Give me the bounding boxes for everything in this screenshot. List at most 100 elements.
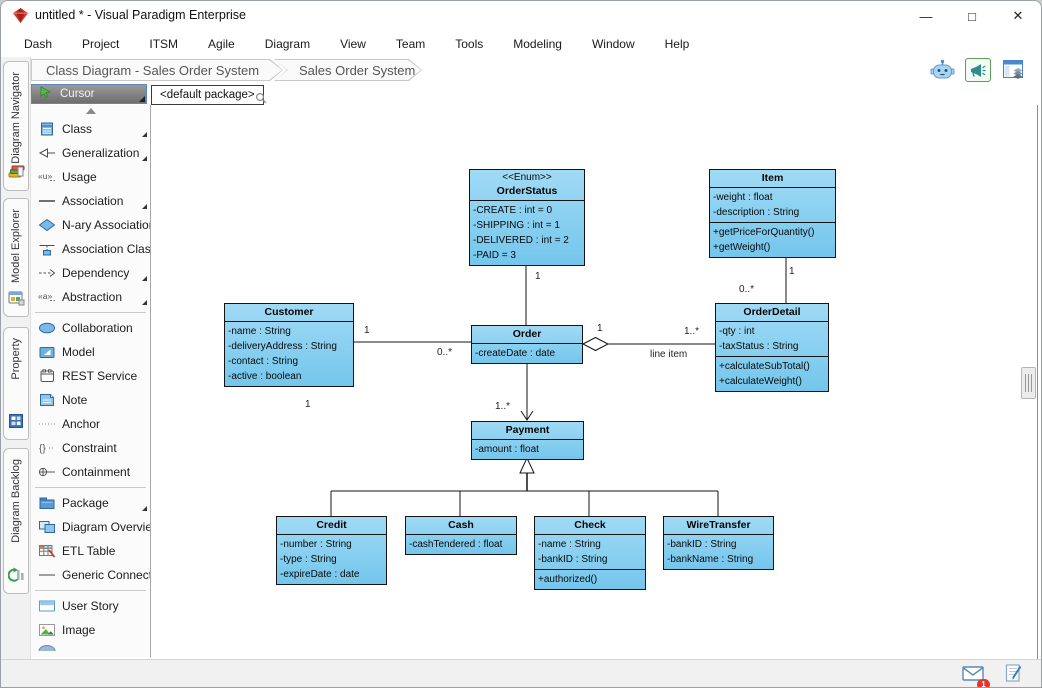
breadcrumb-diagram[interactable]: Class Diagram - Sales Order System [31, 59, 283, 81]
palette-item-abstraction[interactable]: «a»Abstraction [31, 285, 150, 309]
edge-label: 0..* [437, 347, 453, 358]
diagram-backlog-icon [7, 567, 25, 588]
package-icon [38, 496, 56, 510]
expand-triangle-icon[interactable] [142, 156, 147, 161]
announcement-megaphone-icon[interactable] [965, 58, 991, 82]
default-package-tab[interactable]: <default package> [151, 85, 264, 105]
expand-triangle-icon[interactable] [142, 132, 147, 137]
menu-team[interactable]: Team [395, 37, 426, 51]
tab-model-explorer[interactable]: Model Explorer [3, 198, 29, 317]
expand-triangle-icon[interactable] [142, 204, 147, 209]
tab-diagram-backlog[interactable]: Diagram Backlog [3, 448, 29, 594]
panel-layers-icon[interactable] [1001, 58, 1027, 82]
expand-triangle-icon[interactable] [142, 300, 147, 305]
palette-item-note[interactable]: Note [31, 388, 150, 412]
cursor-tool-label: Cursor [60, 88, 95, 100]
menu-project[interactable]: Project [82, 37, 120, 51]
class-credit[interactable]: Credit-number : String-type : String-exp… [276, 516, 387, 585]
expand-triangle-icon[interactable] [142, 276, 147, 281]
tab-diagram-navigator[interactable]: Diagram Navigator [3, 61, 29, 191]
abstraction-icon: «a» [38, 290, 56, 304]
class-customer[interactable]: Customer-name : String-deliveryAddress :… [224, 303, 354, 387]
menu-dash[interactable]: Dash [24, 37, 53, 51]
menu-diagram[interactable]: Diagram [264, 37, 311, 51]
palette-separator [35, 312, 146, 313]
palette-item-generalization[interactable]: Generalization [31, 141, 150, 165]
class-wiretransfer[interactable]: WireTransfer-bankID : String-bankName : … [663, 516, 774, 570]
menu-help[interactable]: Help [664, 37, 690, 51]
generic-connector-icon [38, 568, 56, 582]
tab-property[interactable]: Property [3, 327, 29, 440]
expand-triangle-icon[interactable] [142, 506, 147, 511]
breadcrumb-model[interactable]: Sales Order System [274, 59, 422, 81]
palette-item-association-class[interactable]: Association Class [31, 237, 150, 261]
messages-mail-icon[interactable]: 1 [962, 664, 990, 687]
connector-lines [330, 257, 787, 516]
menu-itsm[interactable]: ITSM [149, 37, 179, 51]
palette-item-label: Model [62, 345, 95, 359]
palette-item-etl-table[interactable]: ETL Table [31, 539, 150, 563]
class-attribute: -active : boolean [228, 371, 302, 382]
palette-item-dependency[interactable]: Dependency [31, 261, 150, 285]
class-attributes: -cashTendered : float [406, 535, 516, 554]
palette-item-label: ETL Table [62, 544, 116, 558]
class-orderstatus[interactable]: <<Enum>>OrderStatus-CREATE : int = 0-SHI… [469, 169, 585, 266]
cursor-tool-button[interactable]: Cursor [31, 84, 147, 104]
assistant-robot-icon[interactable] [929, 58, 955, 82]
palette-item-diagram-overview[interactable]: Diagram Overview [31, 515, 150, 539]
menu-modeling[interactable]: Modeling [513, 37, 562, 51]
containment-icon [38, 465, 56, 479]
palette-item-package[interactable]: Package [31, 491, 150, 515]
menu-window[interactable]: Window [591, 37, 635, 51]
palette-item-constraint[interactable]: {}Constraint [31, 436, 150, 460]
class-payment[interactable]: Payment-amount : float [471, 421, 584, 460]
palette-item-model[interactable]: Model [31, 340, 150, 364]
palette-item-containment[interactable]: Containment [31, 460, 150, 484]
class-cash[interactable]: Cash-cashTendered : float [405, 516, 517, 555]
class-attribute: -DELIVERED : int = 2 [473, 235, 569, 246]
palette-item-class[interactable]: Class [31, 117, 150, 141]
palette-item-rest-service[interactable]: REST Service [31, 364, 150, 388]
constraint-icon: {} [38, 441, 56, 455]
menu-agile[interactable]: Agile [208, 37, 235, 51]
palette-item-association[interactable]: Association [31, 189, 150, 213]
close-button[interactable]: ✕ [1012, 8, 1024, 23]
palette-item-label: Class [62, 122, 93, 136]
class-header: Order [472, 326, 582, 344]
palette-item-anchor[interactable]: Anchor [31, 412, 150, 436]
menu-tools[interactable]: Tools [455, 37, 484, 51]
class-item[interactable]: Item-weight : float-description : String… [709, 169, 836, 258]
class-attribute: -qty : int [719, 326, 755, 337]
palette-item-user-story[interactable]: User Story [31, 594, 150, 618]
maximize-button[interactable]: □ [968, 8, 976, 24]
palette-item-usage[interactable]: «u»Usage [31, 165, 150, 189]
diagram-canvas[interactable]: <<Enum>>OrderStatus-CREATE : int = 0-SHI… [151, 105, 1037, 659]
class-attributes: -amount : float [472, 440, 583, 459]
class-operations: +getPriceForQuantity()+getWeight() [710, 222, 835, 257]
notes-edit-icon[interactable] [1004, 663, 1023, 687]
class-name: OrderStatus [496, 185, 558, 197]
title-bar: untitled * - Visual Paradigm Enterprise … [1, 1, 1041, 31]
palette-item-n-ary-association[interactable]: N-ary Association [31, 213, 150, 237]
panel-collapse-grip[interactable] [1021, 367, 1036, 399]
palette-item-collaboration[interactable]: Collaboration [31, 316, 150, 340]
palette-item-generic-connector[interactable]: Generic Connector [31, 563, 150, 587]
minimize-button[interactable]: — [919, 8, 933, 24]
association-class-icon [38, 242, 56, 256]
class-name: Customer [264, 306, 314, 318]
menu-view[interactable]: View [340, 37, 366, 51]
palette-item-image[interactable]: Image [31, 618, 150, 642]
palette-scroll-up[interactable] [31, 105, 150, 117]
class-attribute: -weight : float [713, 192, 773, 203]
edge-label: 1 [597, 323, 603, 334]
class-attributes: -CREATE : int = 0-SHIPPING : int = 1-DEL… [470, 201, 584, 265]
class-check[interactable]: Check-name : String-bankID : String+auth… [534, 516, 646, 590]
class-orderdetail[interactable]: OrderDetail-qty : int-taxStatus : String… [715, 303, 829, 392]
class-attribute: -name : String [228, 326, 291, 337]
palette-item-partial[interactable] [31, 642, 150, 651]
class-order[interactable]: Order-createDate : date [471, 325, 583, 364]
class-attribute: -SHIPPING : int = 1 [473, 220, 560, 231]
magnifier-icon[interactable] [255, 91, 267, 109]
class-attribute: -bankID : String [538, 554, 608, 565]
